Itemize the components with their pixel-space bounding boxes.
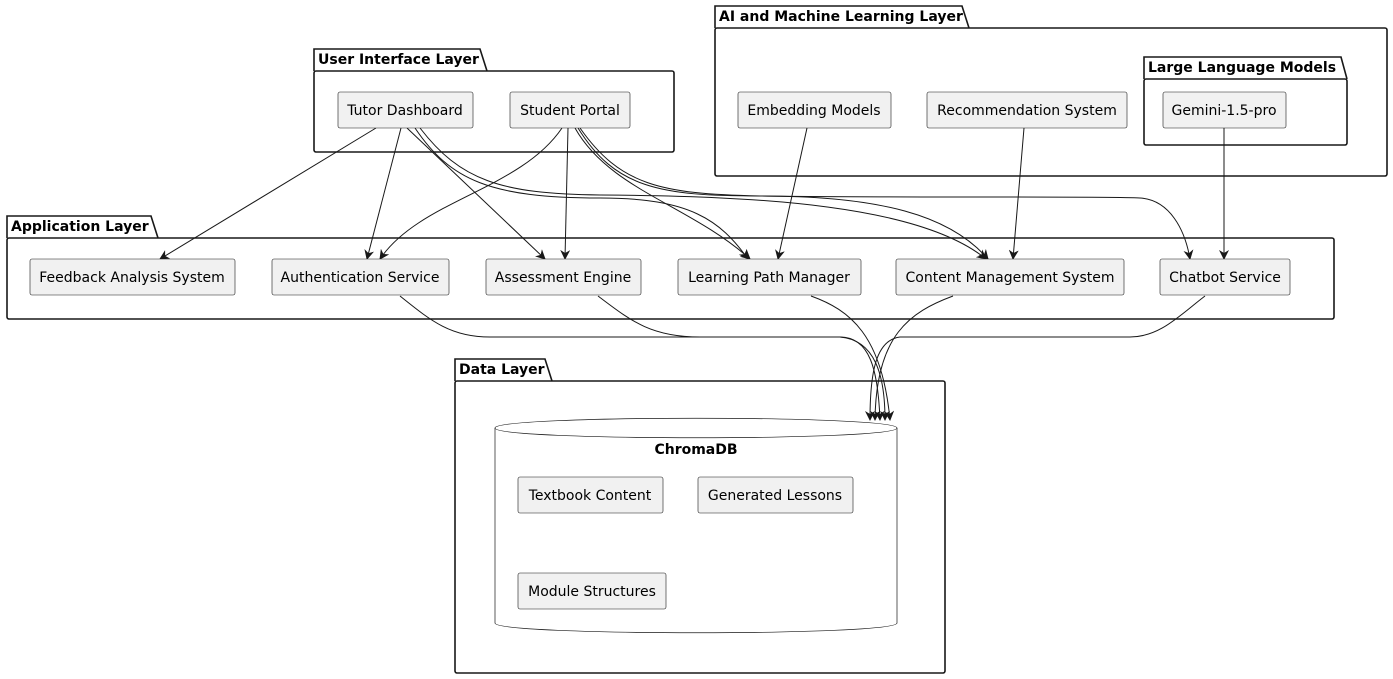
edges bbox=[159, 127, 1229, 421]
node-label: Gemini-1.5-pro bbox=[1171, 103, 1276, 119]
node-label: Tutor Dashboard bbox=[346, 103, 463, 119]
package-title: User Interface Layer bbox=[318, 52, 479, 68]
node-label: Student Portal bbox=[520, 103, 620, 119]
node-module-structures[interactable]: Module Structures bbox=[517, 572, 667, 610]
node-label: Generated Lessons bbox=[708, 488, 842, 504]
node-student-portal[interactable]: Student Portal bbox=[509, 91, 631, 129]
node-label: Embedding Models bbox=[747, 103, 880, 119]
node-assessment-engine[interactable]: Assessment Engine bbox=[485, 258, 642, 296]
node-label: Feedback Analysis System bbox=[39, 270, 224, 286]
package-title: Large Language Models bbox=[1148, 60, 1336, 76]
edge-content-management-to-chromadb bbox=[870, 295, 954, 421]
node-feedback-analysis-system[interactable]: Feedback Analysis System bbox=[29, 258, 236, 296]
edge-tutor-dashboard-to-feedback-analysis bbox=[159, 127, 377, 260]
node-gemini-1-5-pro[interactable]: Gemini-1.5-pro bbox=[1162, 91, 1287, 129]
edge-embedding-to-learning-path bbox=[775, 127, 808, 260]
node-learning-path-manager[interactable]: Learning Path Manager bbox=[677, 258, 862, 296]
node-tutor-dashboard[interactable]: Tutor Dashboard bbox=[337, 91, 474, 129]
node-embedding-models[interactable]: Embedding Models bbox=[737, 91, 892, 129]
node-label: Learning Path Manager bbox=[688, 270, 850, 286]
edge-tutor-dashboard-to-learning-path bbox=[414, 127, 749, 260]
edge-tutor-dashboard-to-authentication bbox=[364, 127, 402, 260]
edge-student-portal-to-assessment bbox=[560, 127, 571, 260]
package-title: Application Layer bbox=[11, 219, 149, 235]
edge-student-portal-to-chatbot bbox=[579, 127, 1194, 260]
edge-tutor-dashboard-to-content-management bbox=[419, 127, 987, 260]
node-chatbot-service[interactable]: Chatbot Service bbox=[1159, 258, 1291, 296]
node-label: Authentication Service bbox=[281, 270, 440, 286]
node-label: Module Structures bbox=[528, 584, 656, 600]
node-label: Assessment Engine bbox=[495, 270, 631, 286]
edge-tutor-dashboard-to-assessment bbox=[406, 127, 546, 260]
node-textbook-content[interactable]: Textbook Content bbox=[517, 476, 664, 514]
edge-student-portal-to-authentication bbox=[379, 127, 563, 260]
edge-assessment-to-chromadb bbox=[597, 295, 890, 421]
node-label: Chatbot Service bbox=[1169, 270, 1281, 286]
node-label: Textbook Content bbox=[528, 488, 652, 504]
edge-learning-path-to-chromadb bbox=[810, 295, 895, 421]
database-title: ChromaDB bbox=[654, 442, 737, 458]
node-generated-lessons[interactable]: Generated Lessons bbox=[697, 476, 854, 514]
edge-authentication-to-chromadb bbox=[399, 295, 885, 421]
package-user-interface-layer: User Interface Layer bbox=[313, 48, 675, 153]
node-label: Recommendation System bbox=[937, 103, 1117, 119]
node-label: Content Management System bbox=[905, 270, 1114, 286]
node-recommendation-system[interactable]: Recommendation System bbox=[926, 91, 1128, 129]
package-title: Data Layer bbox=[459, 362, 545, 378]
edge-chatbot-to-chromadb bbox=[865, 295, 1206, 421]
node-content-management-system[interactable]: Content Management System bbox=[895, 258, 1125, 296]
node-authentication-service[interactable]: Authentication Service bbox=[271, 258, 450, 296]
edge-student-portal-to-learning-path bbox=[574, 127, 751, 260]
edge-recommendation-to-content-management bbox=[1008, 127, 1025, 260]
package-application-layer: Application Layer bbox=[6, 215, 1335, 320]
package-title: AI and Machine Learning Layer bbox=[719, 9, 963, 25]
